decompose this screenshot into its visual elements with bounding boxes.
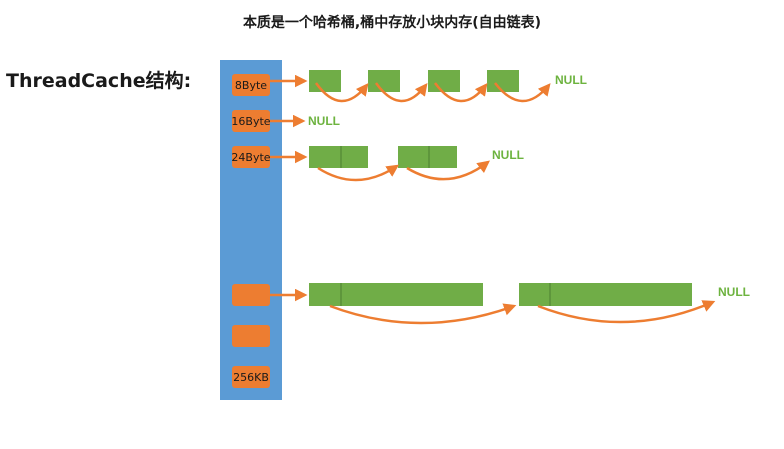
bucket-slot-8byte: 8Byte	[232, 74, 270, 96]
next-pointer-arrow	[329, 303, 517, 325]
memory-block	[398, 146, 457, 168]
bucket-slot-empty	[232, 325, 270, 347]
slot-label: 16Byte	[231, 115, 270, 128]
null-label: NULL	[492, 148, 524, 162]
threadcache-structure-label: ThreadCache结构:	[6, 70, 192, 92]
diagram-title: 本质是一个哈希桶,桶中存放小块内存(自由链表)	[242, 15, 542, 31]
next-pointer-arrow	[374, 82, 428, 103]
slot-label: 24Byte	[231, 151, 270, 164]
next-pointer-arrow	[433, 82, 488, 103]
null-label: NULL	[718, 285, 750, 299]
memory-block	[368, 70, 400, 92]
next-pointer-arrow	[317, 164, 400, 182]
null-label: NULL	[555, 73, 587, 87]
bucket-slot-large	[232, 284, 270, 306]
null-label: NULL	[308, 114, 340, 128]
bucket-slot-256kb: 256KB	[232, 366, 270, 388]
memory-block	[487, 70, 519, 92]
memory-block	[428, 70, 460, 92]
slot-label: 256KB	[233, 371, 269, 384]
memory-block	[309, 146, 368, 168]
memory-block	[519, 283, 692, 306]
next-pointer-arrow	[494, 82, 551, 103]
bucket-slot-24byte: 24Byte	[231, 146, 271, 168]
next-pointer-arrow	[406, 160, 490, 181]
slot-label: 8Byte	[235, 79, 267, 92]
next-pointer-arrow	[537, 300, 716, 324]
bucket-slot-16byte: 16Byte	[231, 110, 271, 132]
memory-block	[309, 70, 341, 92]
next-pointer-arrow	[314, 82, 369, 103]
memory-block	[309, 283, 483, 306]
